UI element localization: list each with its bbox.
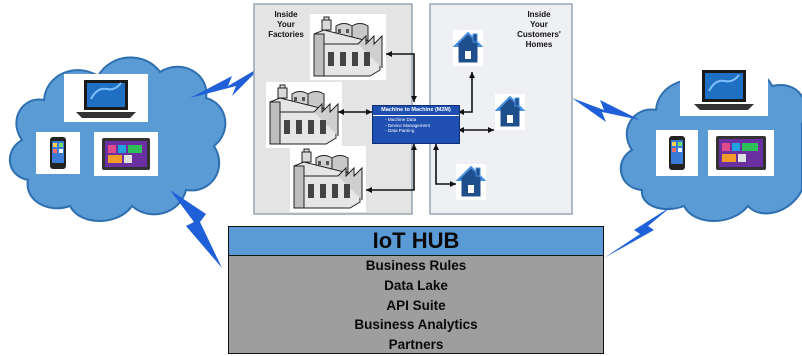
- smartphone-icon: [669, 136, 685, 170]
- m2m-list: Machine Data Device Management Data Pars…: [373, 116, 459, 134]
- m2m-item: Data Parsing: [385, 128, 459, 134]
- iot-hub-title: IoT HUB: [229, 227, 603, 256]
- house-icon: [453, 30, 483, 66]
- tablet-card: [708, 130, 774, 176]
- house-icon: [456, 164, 486, 200]
- laptop-card: [64, 74, 148, 122]
- lightning-left-top: [190, 66, 262, 98]
- iot-hub-item: Data Lake: [384, 277, 448, 293]
- tablet-icon: [102, 138, 150, 170]
- iot-hub-item: API Suite: [386, 297, 446, 313]
- m2m-item: Machine Data: [385, 117, 459, 123]
- m2m-box: Machine to Machine (M2M) Machine Data De…: [372, 105, 460, 144]
- iot-hub-item: Business Analytics: [354, 317, 478, 333]
- lightning-right-bottom: [604, 206, 672, 258]
- laptop-icon: [694, 70, 754, 110]
- lightning-right-top: [572, 98, 640, 122]
- lightning-left-bottom: [170, 190, 222, 268]
- laptop-icon: [76, 80, 136, 118]
- factory-icon: [310, 14, 386, 80]
- m2m-title: Machine to Machine (M2M): [373, 106, 459, 116]
- m2m-item: Device Management: [385, 123, 459, 129]
- tablet-card: [94, 132, 158, 176]
- homes-label: Inside Your Customers' Homes: [517, 10, 561, 49]
- laptop-card: [680, 64, 768, 116]
- factory-icon: [290, 146, 366, 212]
- iot-hub-item: Business Rules: [365, 258, 467, 273]
- factories-label: Inside Your Factories: [268, 10, 304, 39]
- iot-hub-item: Partners: [388, 337, 444, 353]
- smartphone-icon: [50, 137, 66, 169]
- phone-card: [656, 130, 698, 176]
- iot-hub: IoT HUB Business Rules Data Lake API Sui…: [228, 226, 604, 354]
- tablet-icon: [716, 136, 766, 170]
- house-icon: [495, 94, 525, 130]
- phone-card: [36, 132, 80, 174]
- factory-icon: [266, 82, 342, 148]
- arrow-heads: [338, 51, 494, 193]
